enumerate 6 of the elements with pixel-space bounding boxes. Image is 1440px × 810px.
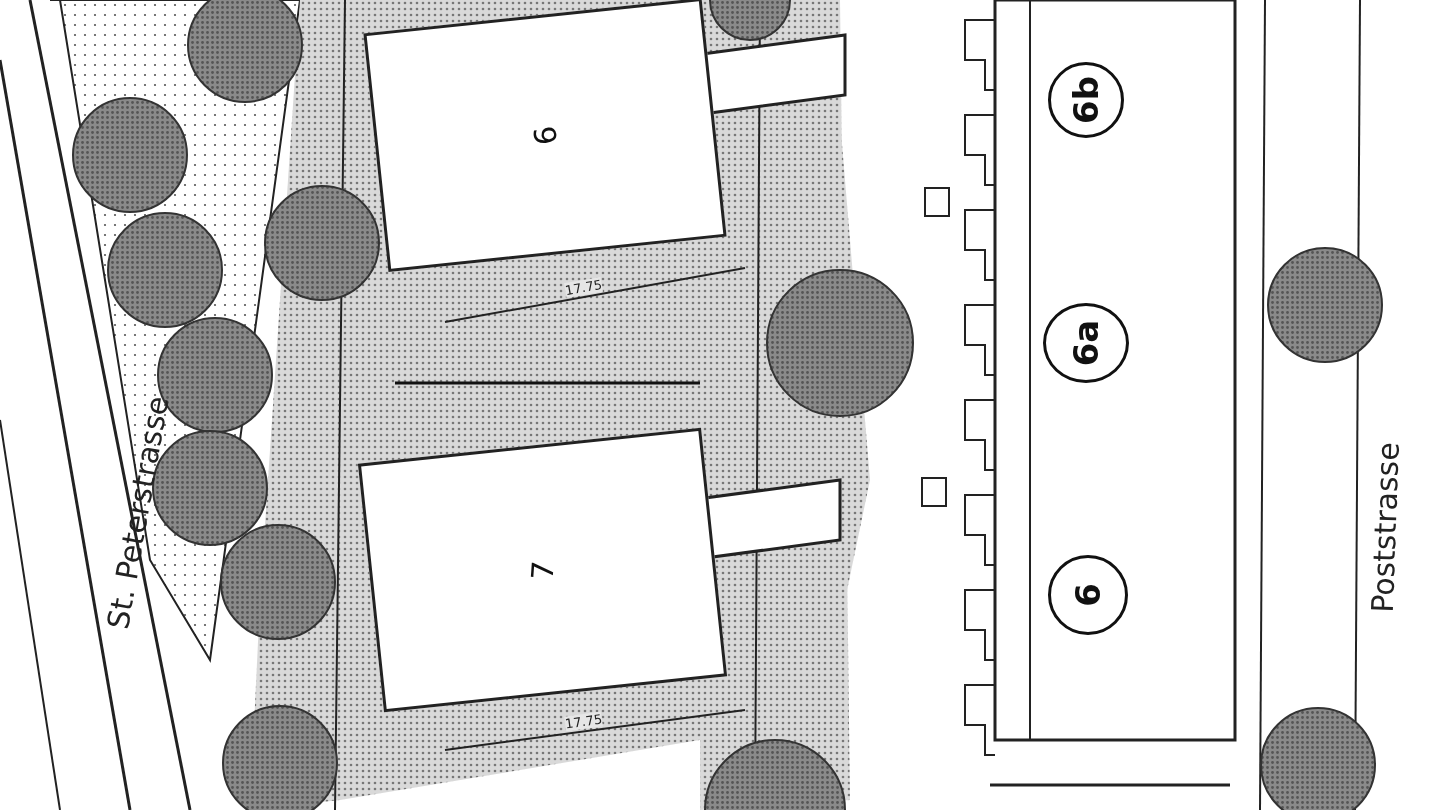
- house-number: 6b: [1066, 76, 1106, 124]
- building-number: 9: [526, 123, 564, 147]
- house-number: 6a: [1066, 319, 1106, 367]
- house-number: 6: [1068, 583, 1108, 607]
- street-name: Poststrasse: [1364, 441, 1406, 614]
- building-number: 7: [524, 559, 561, 581]
